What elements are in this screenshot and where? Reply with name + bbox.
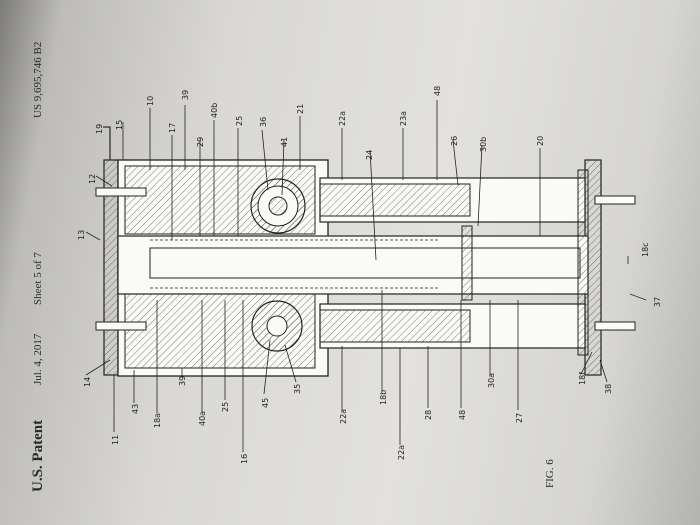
ref-numeral: 18b [379, 390, 388, 405]
lower-spring [320, 310, 470, 342]
ref-numeral: 40b [210, 103, 219, 118]
ref-numeral: 36 [259, 117, 268, 127]
ref-numeral: 18c [641, 242, 650, 257]
fig6-cross-section [96, 160, 635, 376]
reference-numerals-top: 14 43 18a 39 40a 25 45 35 16 22a 18b 22a… [83, 372, 613, 464]
ref-numeral: 13 [77, 230, 86, 240]
figure-caption: FIG. 6 [544, 459, 556, 488]
ref-numeral: 40a [198, 411, 207, 426]
lower-gear [252, 301, 302, 351]
ref-numeral: 14 [83, 377, 92, 387]
ref-numeral: 27 [515, 413, 524, 423]
ref-numeral: 16 [240, 454, 249, 464]
ref-numeral: 12 [88, 174, 97, 184]
ref-numeral: 10 [146, 96, 155, 106]
ref-numeral: 37 [653, 297, 662, 307]
piston [462, 226, 472, 300]
ref-numeral: 39 [181, 90, 190, 100]
ref-numeral: 30a [487, 373, 496, 388]
ref-numeral: 45 [261, 398, 270, 408]
upper-spring [320, 184, 470, 216]
end-plate [578, 170, 588, 355]
sheet-number: Sheet 5 of 7 [32, 252, 44, 305]
ref-numeral: 17 [168, 123, 177, 133]
ref-numeral: 43 [131, 404, 140, 414]
ref-numeral: 18f [578, 372, 587, 385]
ref-numeral: 28 [424, 410, 433, 420]
bottom-bolt [96, 322, 146, 330]
patent-label: U.S. Patent [30, 420, 46, 492]
ref-numeral: 26 [450, 136, 459, 146]
ref-numeral: 25 [235, 116, 244, 126]
patent-date: Jul. 4, 2017 [32, 333, 44, 385]
ref-numeral: 48 [458, 410, 467, 420]
ref-numeral: 22a [338, 111, 347, 126]
ref-numeral: 41 [280, 137, 289, 147]
central-shaft [150, 248, 580, 278]
ref-numeral: 24 [365, 150, 374, 160]
ref-numeral: 29 [196, 137, 205, 147]
ref-numeral: 20 [536, 136, 545, 146]
upper-gear [251, 179, 305, 233]
patent-number: US 9,695,746 B2 [32, 42, 44, 118]
ref-numeral: 11 [111, 435, 120, 445]
right-top-bolt [595, 196, 635, 204]
ref-numeral: 21 [296, 104, 305, 114]
ref-numeral: 38 [604, 384, 613, 394]
ref-numeral: 25 [221, 402, 230, 412]
ref-numeral: 48 [433, 86, 442, 96]
ref-numeral: 30b [479, 137, 488, 152]
ref-numeral: 19 [95, 124, 104, 134]
right-bottom-bolt [595, 322, 635, 330]
ref-numeral: 22a [397, 445, 406, 460]
ref-numeral: 23a [399, 111, 408, 126]
ref-numeral: 35 [293, 384, 302, 394]
ref-numeral: 18a [153, 413, 162, 428]
ref-numeral: 22a [339, 409, 348, 424]
ref-numeral: 39 [178, 376, 187, 386]
top-bolt [96, 188, 146, 196]
